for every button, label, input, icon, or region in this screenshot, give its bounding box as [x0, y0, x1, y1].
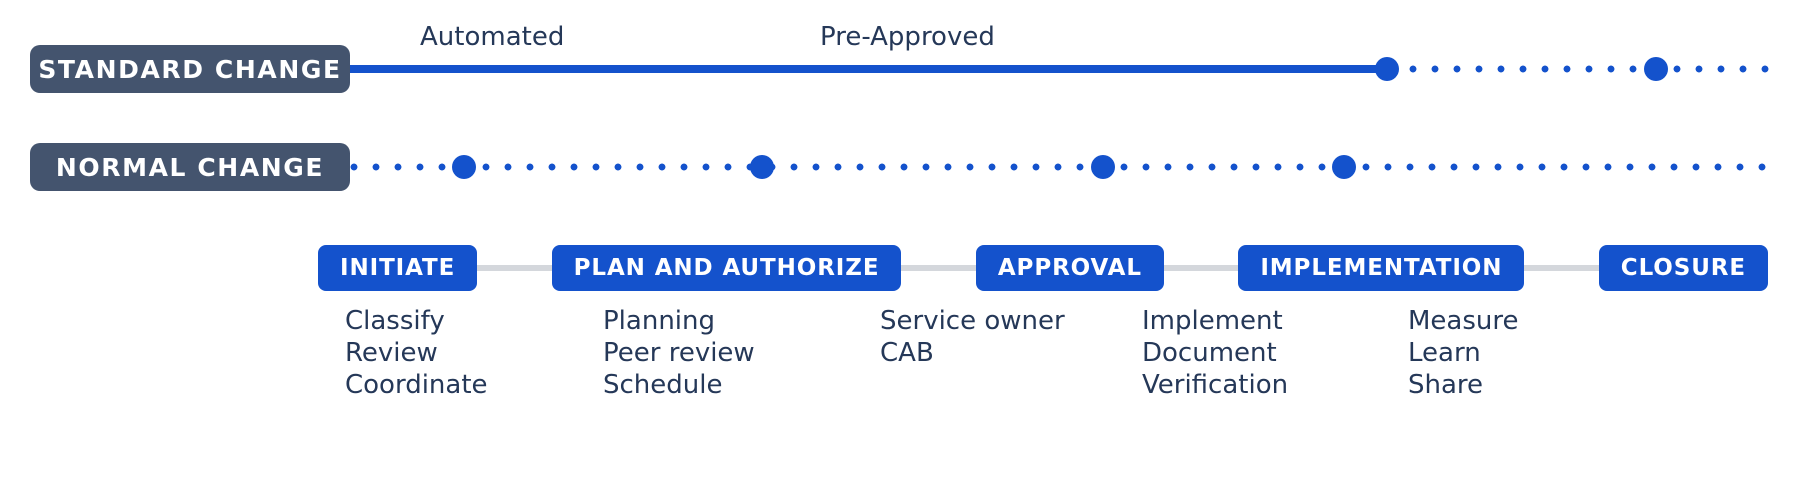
detail-column-approval: Service owner CAB — [880, 305, 1142, 401]
caption-pre-approved: Pre-Approved — [820, 22, 995, 52]
stage-connector — [477, 265, 552, 271]
process-stage-plan-and-authorize[interactable]: PLAN AND AUTHORIZE — [551, 245, 902, 291]
stage-connector — [901, 265, 976, 271]
standard-track-milestone-dot — [1374, 57, 1399, 81]
normal-track-dotted-segment — [350, 163, 1770, 171]
caption-automated: Automated — [420, 22, 565, 52]
detail-item: Schedule — [603, 370, 723, 400]
detail-item: Peer review — [603, 338, 755, 368]
detail-item: Verification — [1142, 370, 1289, 400]
detail-item: Planning — [603, 306, 715, 336]
process-stage-chain: INITIATE PLAN AND AUTHORIZE APPROVAL IMP… — [318, 245, 1769, 291]
detail-item: Share — [1408, 370, 1484, 400]
stage-connector — [1524, 265, 1599, 271]
normal-track-milestone-dot — [1332, 155, 1356, 179]
detail-column-closure: Measure Learn Share — [1408, 305, 1608, 401]
detail-item: Review — [345, 338, 438, 368]
normal-track-milestone-dot — [749, 155, 774, 179]
stage-detail-columns: Classify Review Coordinate Planning Peer… — [345, 305, 1785, 401]
normal-track-milestone-dot — [1090, 155, 1115, 179]
row-label-normal-change: NORMAL CHANGE — [30, 143, 350, 191]
standard-track-milestone-dot — [1644, 57, 1669, 81]
detail-item: Measure — [1408, 306, 1519, 336]
detail-item: Document — [1142, 338, 1277, 368]
detail-item: Implement — [1142, 306, 1283, 336]
detail-item: Classify — [345, 306, 445, 336]
detail-column-implementation: Implement Document Verification — [1142, 305, 1408, 401]
standard-track-dotted-segment — [1386, 65, 1770, 73]
standard-track-solid-segment — [350, 65, 1387, 73]
process-stage-implementation[interactable]: IMPLEMENTATION — [1238, 245, 1525, 291]
detail-item: Service owner — [880, 306, 1065, 336]
detail-item: CAB — [880, 338, 934, 368]
detail-item: Coordinate — [345, 370, 488, 400]
row-label-standard-change: STANDARD CHANGE — [30, 45, 350, 93]
detail-item: Learn — [1408, 338, 1481, 368]
normal-track-milestone-dot — [451, 155, 476, 179]
track-standard-change — [350, 54, 1770, 84]
stage-connector — [1163, 265, 1239, 271]
process-stage-approval[interactable]: APPROVAL — [975, 245, 1164, 291]
process-stage-initiate[interactable]: INITIATE — [318, 245, 478, 291]
track-normal-change — [350, 152, 1770, 182]
process-stage-closure[interactable]: CLOSURE — [1598, 245, 1769, 291]
detail-column-initiate: Classify Review Coordinate — [345, 305, 603, 401]
detail-column-plan-and-authorize: Planning Peer review Schedule — [603, 305, 880, 401]
